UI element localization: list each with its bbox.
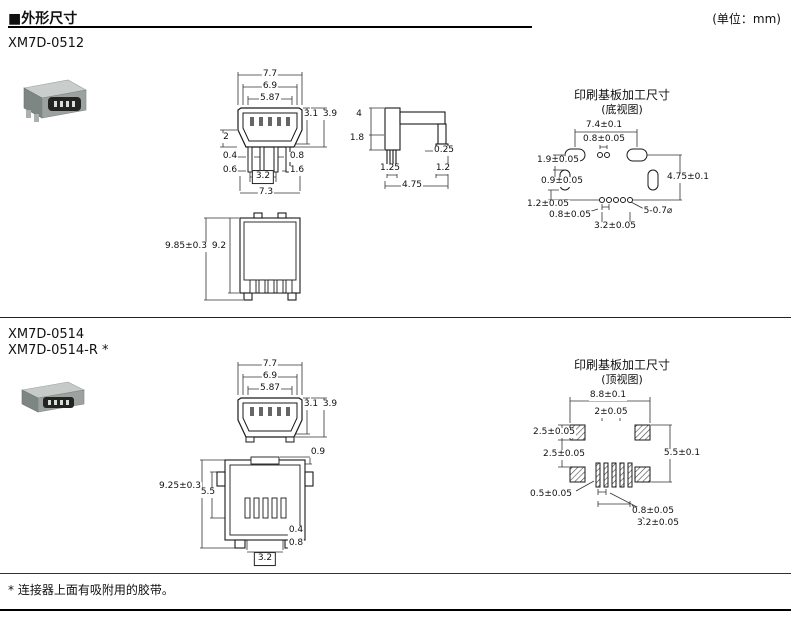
model-name-0514: XM7D-0514: [8, 327, 85, 342]
dim-label: 0.8±0.05: [631, 506, 675, 517]
dim-label: 2±0.05: [593, 407, 629, 418]
dim-label: 4.75±0.1: [666, 172, 710, 183]
dim-label: 0.8±0.05: [582, 134, 626, 145]
dim-label: 1.25: [378, 163, 402, 174]
connector-photo-art: [23, 79, 87, 122]
rear-view-art: [204, 212, 301, 301]
dim-label: 3.1: [302, 399, 320, 410]
dim-label: 5.87: [258, 93, 282, 104]
dim-label: 0.5±0.05: [529, 489, 573, 500]
pcb-layout-art: [558, 397, 672, 522]
connector-photo-0512: [10, 70, 95, 130]
dim-label: 8.8±0.1: [588, 390, 628, 401]
dim-label: 3.2: [251, 170, 275, 184]
dim-label: 1.9±0.05: [536, 155, 580, 166]
pcb-layout-0514: 8.8±0.1 2±0.05 2.5±0.05 2.5±0.05 5.5±0.1 0.5±…: [520, 355, 780, 540]
connector-photo-0514: [10, 368, 90, 428]
dim-label: 0.4: [287, 525, 305, 536]
side-view-art: [369, 107, 449, 189]
header-rule: [8, 26, 532, 28]
dim-label: 3.9: [321, 109, 339, 120]
dim-label: 7.4±0.1: [584, 120, 624, 131]
dim-label: 6.9: [261, 371, 279, 382]
dim-label: 5.5±0.1: [662, 448, 702, 459]
dim-label: 3.2: [253, 552, 277, 566]
dim-label: 7.7: [261, 359, 279, 370]
dim-label: 0.9: [309, 447, 327, 458]
pcb-pattern-view-0512: (底视图): [601, 103, 643, 116]
dim-label: 9.2: [210, 241, 228, 252]
side-view-0512: 4 1.8 0.25 1.25 1.2 4.75: [345, 60, 475, 200]
dim-label: 0.25: [432, 145, 456, 156]
dim-label: 3.9: [321, 399, 339, 410]
model-name-0512: XM7D-0512: [8, 36, 85, 51]
page-title: ■外形尺寸: [8, 11, 78, 27]
front-view-art: [237, 362, 327, 443]
dim-label: 0.9±0.05: [540, 176, 584, 187]
dim-label: 2.5±0.05: [532, 427, 576, 438]
dim-label: 1.8: [348, 133, 366, 144]
dim-label: 4: [355, 109, 363, 120]
unit-note: (单位：mm): [712, 12, 781, 26]
dim-label: 2: [222, 132, 230, 143]
dim-label: 0.8±0.05: [548, 210, 592, 221]
dim-label: 7.7: [261, 69, 279, 80]
front-view-art: [220, 72, 327, 194]
pcb-pattern-view-0514: (顶视图): [601, 373, 643, 386]
footnote-rule: [0, 573, 791, 574]
pcb-pattern-title-0514: 印刷基板加工尺寸: [573, 358, 670, 372]
dim-label: 6.9: [261, 81, 279, 92]
dim-label: 3.1: [302, 109, 320, 120]
dim-label: 0.8: [287, 538, 305, 549]
dim-label: 9.25±0.3: [158, 481, 202, 492]
dim-label: 0.6: [221, 165, 239, 176]
bottom-rule: [0, 609, 791, 611]
model-name-0514-r: XM7D-0514-R *: [8, 343, 109, 358]
connector-photo-art: [21, 381, 85, 413]
pcb-pattern-title-0512: 印刷基板加工尺寸: [573, 88, 670, 102]
dim-label: 1.2±0.05: [526, 199, 570, 210]
footnote: * 连接器上面有吸附用的胶带。: [8, 583, 174, 597]
dim-label: 3.2±0.05: [593, 221, 637, 232]
dim-label: 3.2±0.05: [636, 518, 680, 529]
dim-label: 2.5±0.05: [542, 449, 586, 460]
dim-label: 1.2: [434, 163, 452, 174]
dim-label: 0.4: [221, 151, 239, 162]
dim-label: 4.75: [400, 180, 424, 191]
dim-label: 0.8: [288, 151, 306, 162]
section-divider: [0, 317, 791, 318]
dim-label: 5.87: [258, 383, 282, 394]
dim-label: 9.85±0.3: [164, 241, 208, 252]
dim-label: 5-0.7⌀: [642, 206, 674, 217]
dim-label: 7.3: [257, 187, 275, 198]
dim-label: 5.5: [199, 487, 217, 498]
dim-label: 1.6: [288, 165, 306, 176]
